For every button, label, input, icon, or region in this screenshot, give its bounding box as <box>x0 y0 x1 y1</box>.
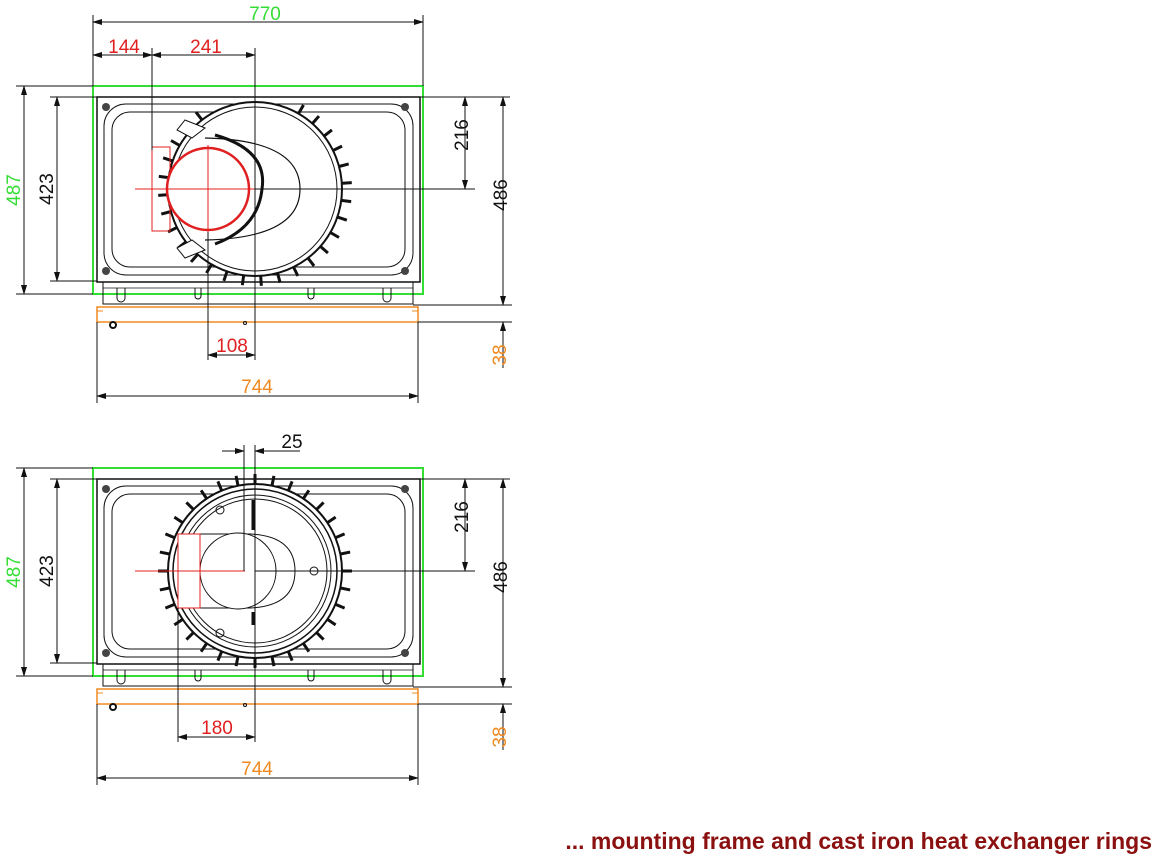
dim-108: 108 <box>216 336 248 357</box>
dim-744: 744 <box>241 759 273 780</box>
top-view: 770 144 241 487 423 216 486 38 108 744 <box>4 4 512 403</box>
dim-38: 38 <box>490 726 511 747</box>
dim-487: 487 <box>4 174 25 206</box>
flue-outlet <box>135 533 245 609</box>
dim-487: 487 <box>4 556 25 588</box>
dim-486: 486 <box>491 179 512 211</box>
dim-38: 38 <box>490 344 511 365</box>
dim-744: 744 <box>241 377 273 398</box>
dim-770: 770 <box>249 4 281 25</box>
dim-486: 486 <box>491 561 512 593</box>
dim-423: 423 <box>37 555 58 587</box>
bottom-view: 25 487 423 216 486 38 180 744 <box>4 432 512 785</box>
dim-25: 25 <box>281 432 302 453</box>
flue-outlet <box>135 145 255 232</box>
caption: ... mounting frame and cast iron heat ex… <box>565 828 1152 854</box>
dim-241: 241 <box>190 37 222 58</box>
dim-144: 144 <box>108 37 140 58</box>
dim-216: 216 <box>452 119 473 151</box>
dim-180: 180 <box>201 718 233 739</box>
dim-216: 216 <box>452 501 473 533</box>
dim-423: 423 <box>37 173 58 205</box>
